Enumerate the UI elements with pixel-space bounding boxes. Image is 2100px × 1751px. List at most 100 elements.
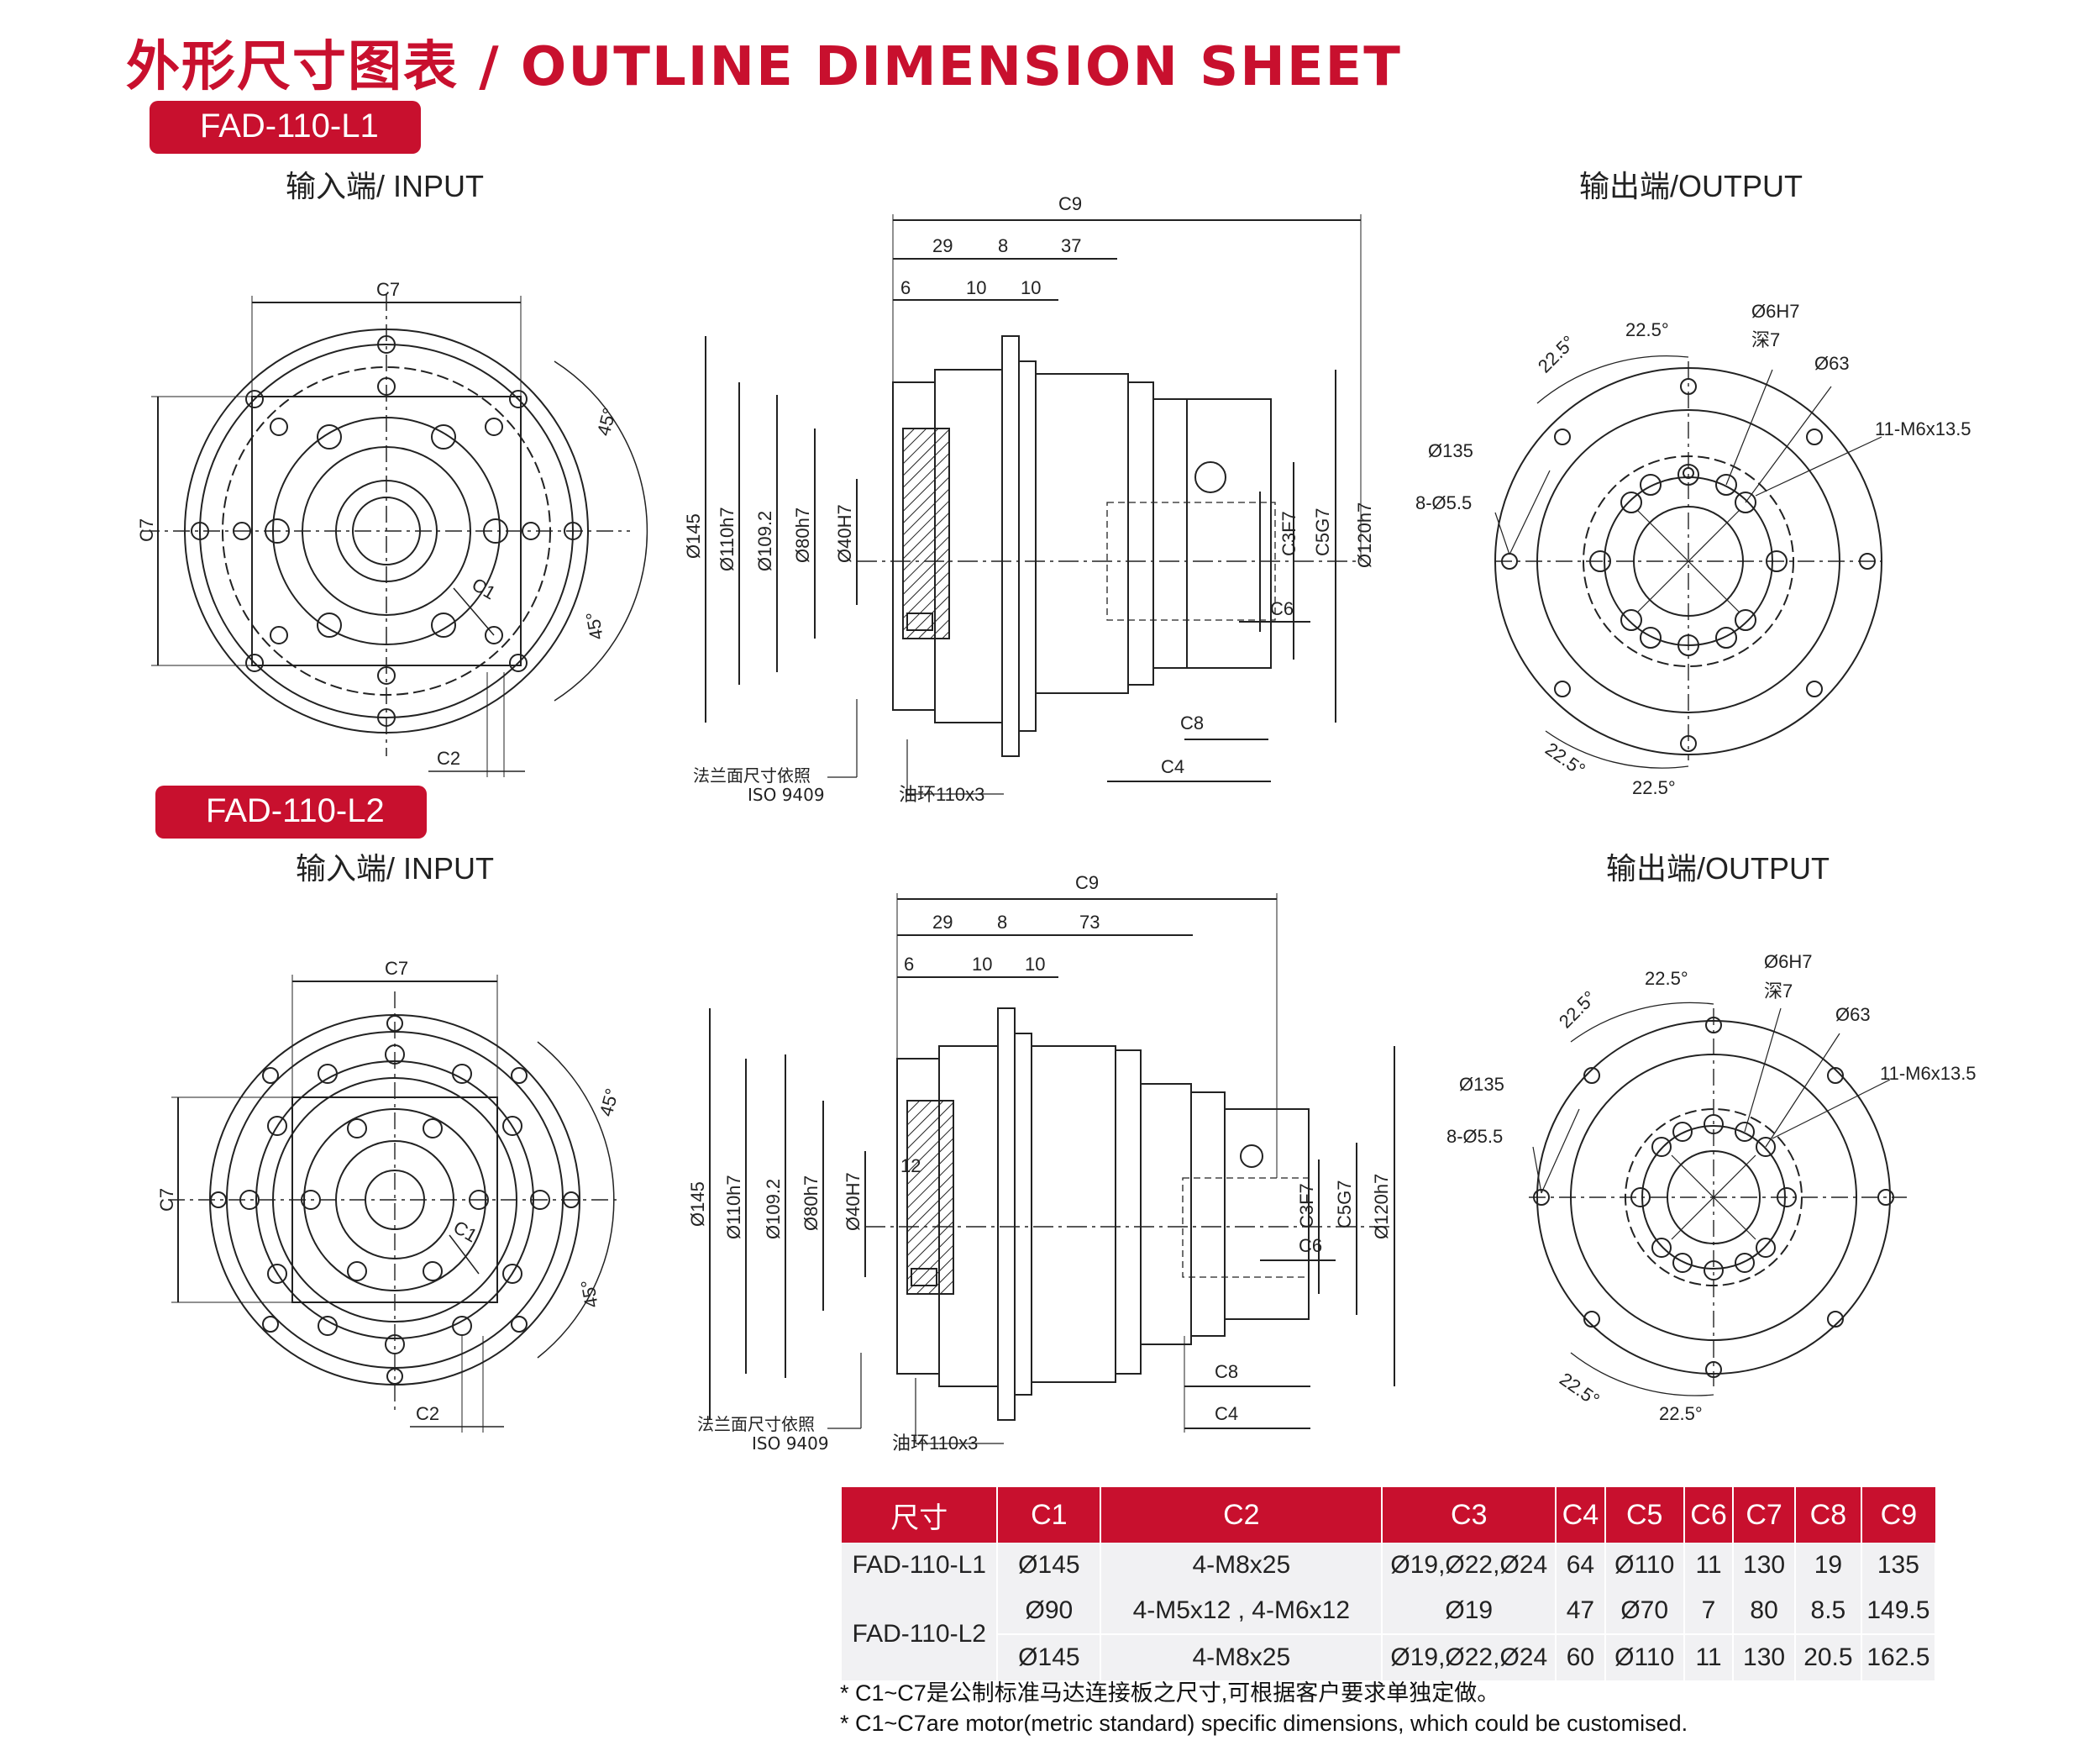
table-row: Ø145 4-M8x25 Ø19,Ø22,Ø24 60 Ø110 11 130 … [842, 1634, 1937, 1680]
l1-side-view [705, 214, 1362, 795]
l2-side-10b: 10 [1025, 954, 1045, 975]
l1-side-d120: Ø120h7 [1354, 502, 1375, 568]
l1-input-c1: C1 [469, 574, 500, 604]
cell-c3: Ø19,Ø22,Ø24 [1382, 1543, 1557, 1588]
l2-side-6: 6 [904, 954, 914, 975]
l2-side-73: 73 [1079, 912, 1100, 933]
l1-input-c2: C2 [437, 748, 460, 769]
l1-output-d63: Ø63 [1814, 353, 1850, 374]
l1-side-c6: C6 [1270, 598, 1294, 619]
l1-side-c8: C8 [1180, 712, 1204, 734]
l1-side-d110: Ø110h7 [717, 507, 738, 571]
l2-input-c7-side: C7 [156, 1188, 177, 1212]
cell-c4: 60 [1556, 1634, 1606, 1680]
l1-side-c3: C3F7 [1278, 511, 1299, 556]
header-size: 尺寸 [842, 1487, 999, 1543]
table-row: FAD-110-L2 Ø90 4-M5x12 , 4-M6x12 Ø19 47 … [842, 1588, 1937, 1680]
l2-side-c4: C4 [1215, 1403, 1238, 1424]
l2-output-angle-a: 22.5° [1555, 986, 1600, 1032]
l1-side-10b: 10 [1021, 277, 1041, 298]
l1-flange-note-1: 法兰面尺寸依照 [693, 765, 811, 786]
l1-output-holes: 8-Ø5.5 [1415, 492, 1472, 513]
l2-flange-note-1: 法兰面尺寸依照 [697, 1414, 815, 1434]
cell-c9: 162.5 [1861, 1634, 1937, 1680]
l2-side-c6: C6 [1299, 1235, 1322, 1256]
cell-c7: 130 [1733, 1634, 1796, 1680]
l2-output-m6: 11-M6x13.5 [1880, 1063, 1977, 1084]
l1-output-angle-c: 22.5° [1541, 739, 1589, 781]
header-c3: C3 [1382, 1487, 1557, 1543]
l1-side-37: 37 [1061, 235, 1081, 256]
l2-input-angle-a: 45° [596, 1086, 623, 1119]
header-c4: C4 [1556, 1487, 1606, 1543]
l2-flange-note-2: ISO 9409 [752, 1433, 829, 1454]
footnote-cn: * C1~C7是公制标准马达连接板之尺寸,可根据客户要求单独定做。 [840, 1680, 1500, 1706]
l2-side-d1092: Ø109.2 [763, 1179, 784, 1239]
table-header-row: 尺寸 C1 C2 C3 C4 C5 C6 C7 C8 C9 [842, 1487, 1935, 1543]
l1-side-c4: C4 [1161, 756, 1184, 777]
header-c8: C8 [1794, 1487, 1862, 1543]
l2-output-angle-b: 22.5° [1645, 968, 1688, 989]
cell-model: FAD-110-L1 [842, 1543, 999, 1588]
l1-side-d40: Ø40H7 [834, 504, 855, 563]
cell-c5: Ø70 [1604, 1588, 1685, 1635]
l1-input-view [143, 294, 648, 777]
l2-side-view [709, 893, 1395, 1444]
l1-side-6: 6 [900, 277, 911, 298]
cell-c2: 4-M8x25 [1100, 1543, 1383, 1588]
l2-oil-ring: 油环110x3 [892, 1433, 978, 1454]
l1-output-depth7: 深7 [1751, 329, 1780, 350]
output-label-l2: 输出端/OUTPUT [1606, 851, 1830, 886]
l2-side-d80: Ø80h7 [801, 1175, 822, 1231]
l2-output-holes: 8-Ø5.5 [1446, 1126, 1503, 1147]
l2-side-d40: Ø40H7 [843, 1172, 864, 1231]
l1-output-d6h7: Ø6H7 [1751, 301, 1799, 322]
footnotes: * C1~C7是公制标准马达连接板之尺寸,可根据客户要求单独定做。 * C1~C… [840, 1678, 1688, 1738]
cell-c7: 80 [1733, 1588, 1796, 1635]
l2-output-d6h7: Ø6H7 [1764, 951, 1812, 972]
l1-oil-ring: 油环110x3 [899, 784, 984, 805]
l2-output-d135: Ø135 [1459, 1074, 1504, 1095]
cell-c3: Ø19,Ø22,Ø24 [1382, 1634, 1557, 1680]
l2-side-d120: Ø120h7 [1371, 1174, 1392, 1239]
model-tag-l2: FAD-110-L2 [155, 786, 427, 839]
l1-side-c9: C9 [1058, 193, 1082, 214]
l2-side-10a: 10 [972, 954, 992, 975]
l1-side-d145: Ø145 [683, 513, 704, 559]
l1-side-c5: C5G7 [1312, 508, 1333, 556]
l2-output-bolt-circle [1533, 1017, 1894, 1378]
l2-input-angle-b: 45° [577, 1278, 602, 1309]
l1-input-angle-a: 45° [593, 406, 621, 439]
l2-side-29: 29 [932, 912, 953, 933]
l2-output-angle-d: 22.5° [1659, 1403, 1703, 1424]
cell-c5: Ø110 [1604, 1543, 1685, 1588]
l2-side-c5: C5G7 [1334, 1180, 1355, 1228]
l1-output-angle-d: 22.5° [1632, 777, 1676, 798]
page-title: 外形尺寸图表 / OUTLINE DIMENSION SHEET [126, 36, 1402, 98]
l1-side-8: 8 [998, 235, 1008, 256]
l1-side-29: 29 [932, 235, 953, 256]
l1-output-view [1494, 355, 1882, 769]
l2-input-c7-top: C7 [385, 958, 408, 979]
input-label-l1: 输入端/ INPUT [286, 169, 485, 203]
l1-output-bolt-circle [1501, 378, 1876, 752]
cell-c1: Ø90 [997, 1588, 1102, 1635]
cell-c5: Ø110 [1604, 1634, 1685, 1680]
model-tag-l1: FAD-110-L1 [150, 101, 421, 154]
l2-side-12: 12 [900, 1155, 921, 1176]
l2-input-c2: C2 [416, 1403, 439, 1424]
l2-side-c8: C8 [1215, 1361, 1238, 1382]
cell-c6: 11 [1683, 1634, 1735, 1680]
cell-c8: 8.5 [1794, 1588, 1862, 1635]
cell-c2: 4-M5x12 , 4-M6x12 [1100, 1588, 1383, 1635]
l2-side-c9: C9 [1075, 872, 1099, 893]
l1-input-bolt-circle [191, 335, 582, 727]
l2-output-view [1529, 1002, 1907, 1396]
cell-c2: 4-M8x25 [1100, 1634, 1383, 1680]
l2-output-depth7: 深7 [1764, 981, 1793, 1002]
output-label-l1: 输出端/OUTPUT [1579, 169, 1803, 203]
footnote-en: * C1~C7are motor(metric standard) specif… [840, 1711, 1688, 1736]
header-c6: C6 [1683, 1487, 1735, 1543]
l2-side-8: 8 [997, 912, 1007, 933]
